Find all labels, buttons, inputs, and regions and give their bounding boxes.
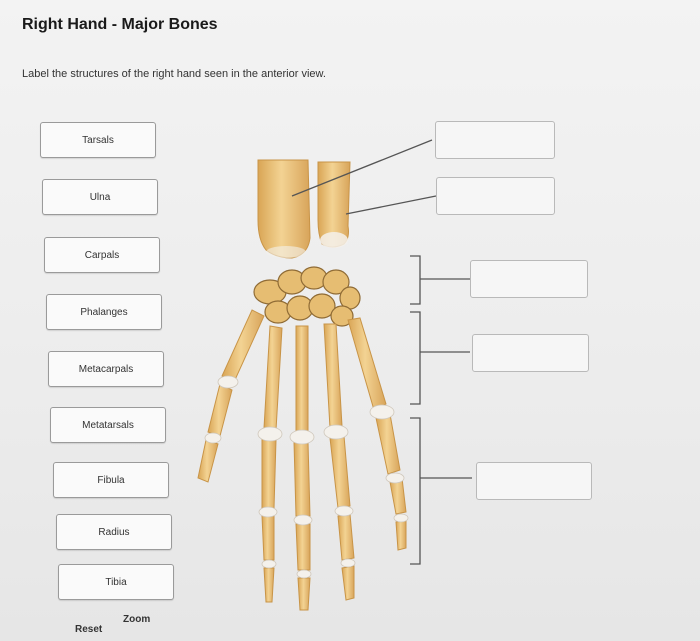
hand-bones-diagram	[197, 139, 437, 611]
term-label: Fibula	[97, 474, 125, 486]
leader-lines	[291, 139, 437, 215]
drop-zone-5[interactable]	[476, 462, 592, 500]
term-carpals[interactable]: Carpals	[44, 237, 160, 273]
carpal-bones	[253, 266, 361, 327]
reset-button[interactable]: Reset	[75, 624, 103, 635]
drop-zone-1[interactable]	[435, 121, 555, 159]
joint-cartilage	[204, 375, 409, 579]
bracket-lines	[410, 255, 472, 565]
drop-zone-3[interactable]	[470, 260, 588, 298]
term-label: Tarsals	[82, 134, 114, 146]
term-metatarsals[interactable]: Metatarsals	[50, 407, 166, 443]
term-label: Phalanges	[80, 306, 128, 318]
page-title: Right Hand - Major Bones	[22, 16, 218, 33]
term-label: Tibia	[105, 576, 127, 588]
term-tibia[interactable]: Tibia	[58, 564, 174, 600]
forearm-bones	[257, 159, 351, 259]
instructions-text: Label the structures of the right hand s…	[22, 68, 326, 80]
zoom-button[interactable]: Zoom	[123, 614, 151, 625]
drop-zone-4[interactable]	[472, 334, 589, 372]
term-label: Carpals	[84, 249, 120, 261]
term-radius[interactable]: Radius	[56, 514, 172, 550]
term-label: Metacarpals	[78, 363, 134, 375]
finger-bones	[197, 309, 407, 611]
drop-zone-2[interactable]	[436, 177, 555, 215]
term-tarsals[interactable]: Tarsals	[40, 122, 156, 158]
term-fibula[interactable]: Fibula	[53, 462, 169, 498]
term-label: Metatarsals	[82, 419, 134, 431]
term-label: Ulna	[89, 191, 111, 203]
term-metacarpals[interactable]: Metacarpals	[48, 351, 164, 387]
term-label: Radius	[98, 526, 130, 538]
term-phalanges[interactable]: Phalanges	[46, 294, 162, 330]
term-ulna[interactable]: Ulna	[42, 179, 158, 215]
